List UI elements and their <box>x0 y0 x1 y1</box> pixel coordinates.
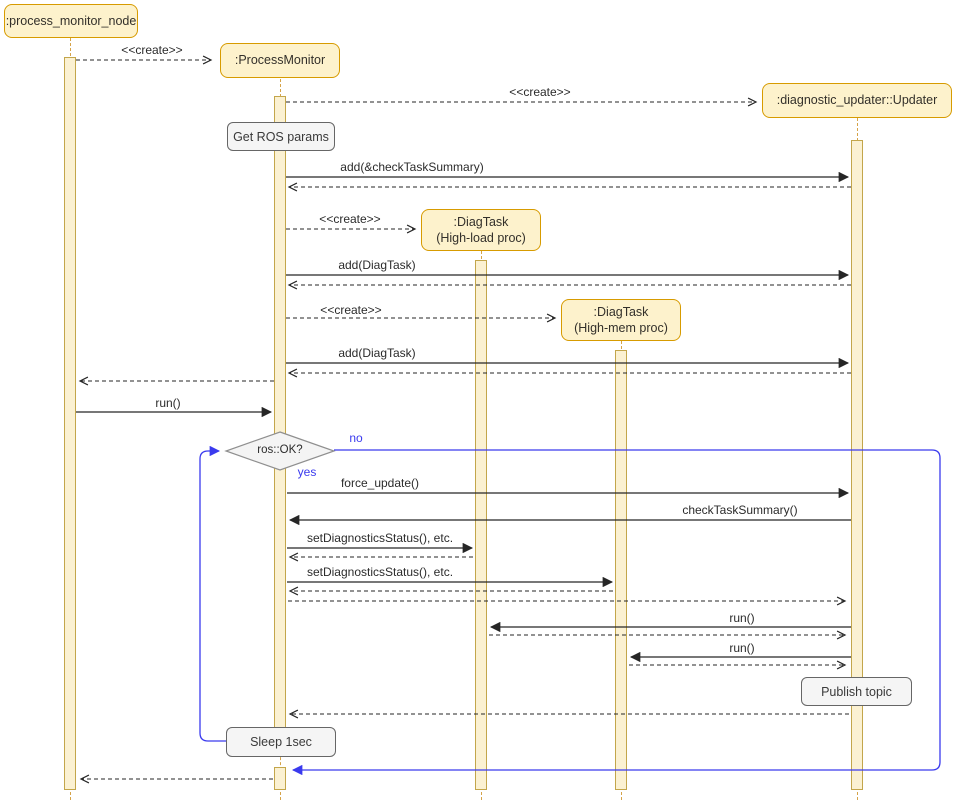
msg-check-task-summary: checkTaskSummary() <box>682 503 798 517</box>
msg-create-diag-task-load: <<create>> <box>319 212 381 226</box>
participant-label: :diagnostic_updater::Updater <box>776 93 938 108</box>
participant-updater: :diagnostic_updater::Updater <box>762 83 952 118</box>
msg-set-diagnostics-load: setDiagnosticsStatus(), etc. <box>306 531 454 545</box>
msg-force-update: force_update() <box>340 476 420 490</box>
activation-updater <box>851 140 863 790</box>
note-get-ros-params: Get ROS params <box>227 122 335 151</box>
msg-create-updater: <<create>> <box>509 85 571 99</box>
participant-diag-task-load: :DiagTask (High-load proc) <box>421 209 541 251</box>
activation-process-monitor-node <box>64 57 76 790</box>
msg-run-diag-load: run() <box>729 611 755 625</box>
msg-add-check-task-summary: add(&checkTaskSummary) <box>340 160 484 174</box>
loop-back-path <box>199 445 226 742</box>
loop-no-path <box>291 449 941 776</box>
note-publish-topic: Publish topic <box>801 677 912 706</box>
participant-label: :DiagTask <box>453 214 509 229</box>
participant-label: :DiagTask <box>593 304 649 319</box>
note-sleep-1sec: Sleep 1sec <box>226 727 336 757</box>
msg-add-diag-task-load: add(DiagTask) <box>338 258 416 272</box>
msg-run: run() <box>155 396 181 410</box>
participant-sublabel: (High-load proc) <box>436 231 526 245</box>
decision-no-label: no <box>349 431 363 445</box>
note-label: Get ROS params <box>233 129 329 144</box>
msg-add-diag-task-mem: add(DiagTask) <box>338 346 416 360</box>
activation-diag-task-load <box>475 260 487 790</box>
participant-label: :ProcessMonitor <box>234 53 326 68</box>
msg-set-diagnostics-mem: setDiagnosticsStatus(), etc. <box>306 565 454 579</box>
note-label: Publish topic <box>821 684 892 699</box>
participant-process-monitor-node: :process_monitor_node <box>4 4 138 38</box>
participant-diag-task-mem: :DiagTask (High-mem proc) <box>561 299 681 341</box>
decision-diamond <box>224 431 336 471</box>
msg-run-diag-mem: run() <box>729 641 755 655</box>
msg-create-diag-task-mem: <<create>> <box>320 303 382 317</box>
note-label: Sleep 1sec <box>250 735 312 749</box>
participant-label: :process_monitor_node <box>5 13 137 28</box>
activation-diag-task-mem <box>615 350 627 790</box>
decision-yes-label: yes <box>297 465 317 479</box>
decision-label: ros::OK? <box>257 444 303 456</box>
participant-process-monitor: :ProcessMonitor <box>220 43 340 78</box>
msg-create-process-monitor: <<create>> <box>121 43 183 57</box>
activation-process-monitor-final <box>274 767 286 790</box>
participant-sublabel: (High-mem proc) <box>574 321 668 335</box>
